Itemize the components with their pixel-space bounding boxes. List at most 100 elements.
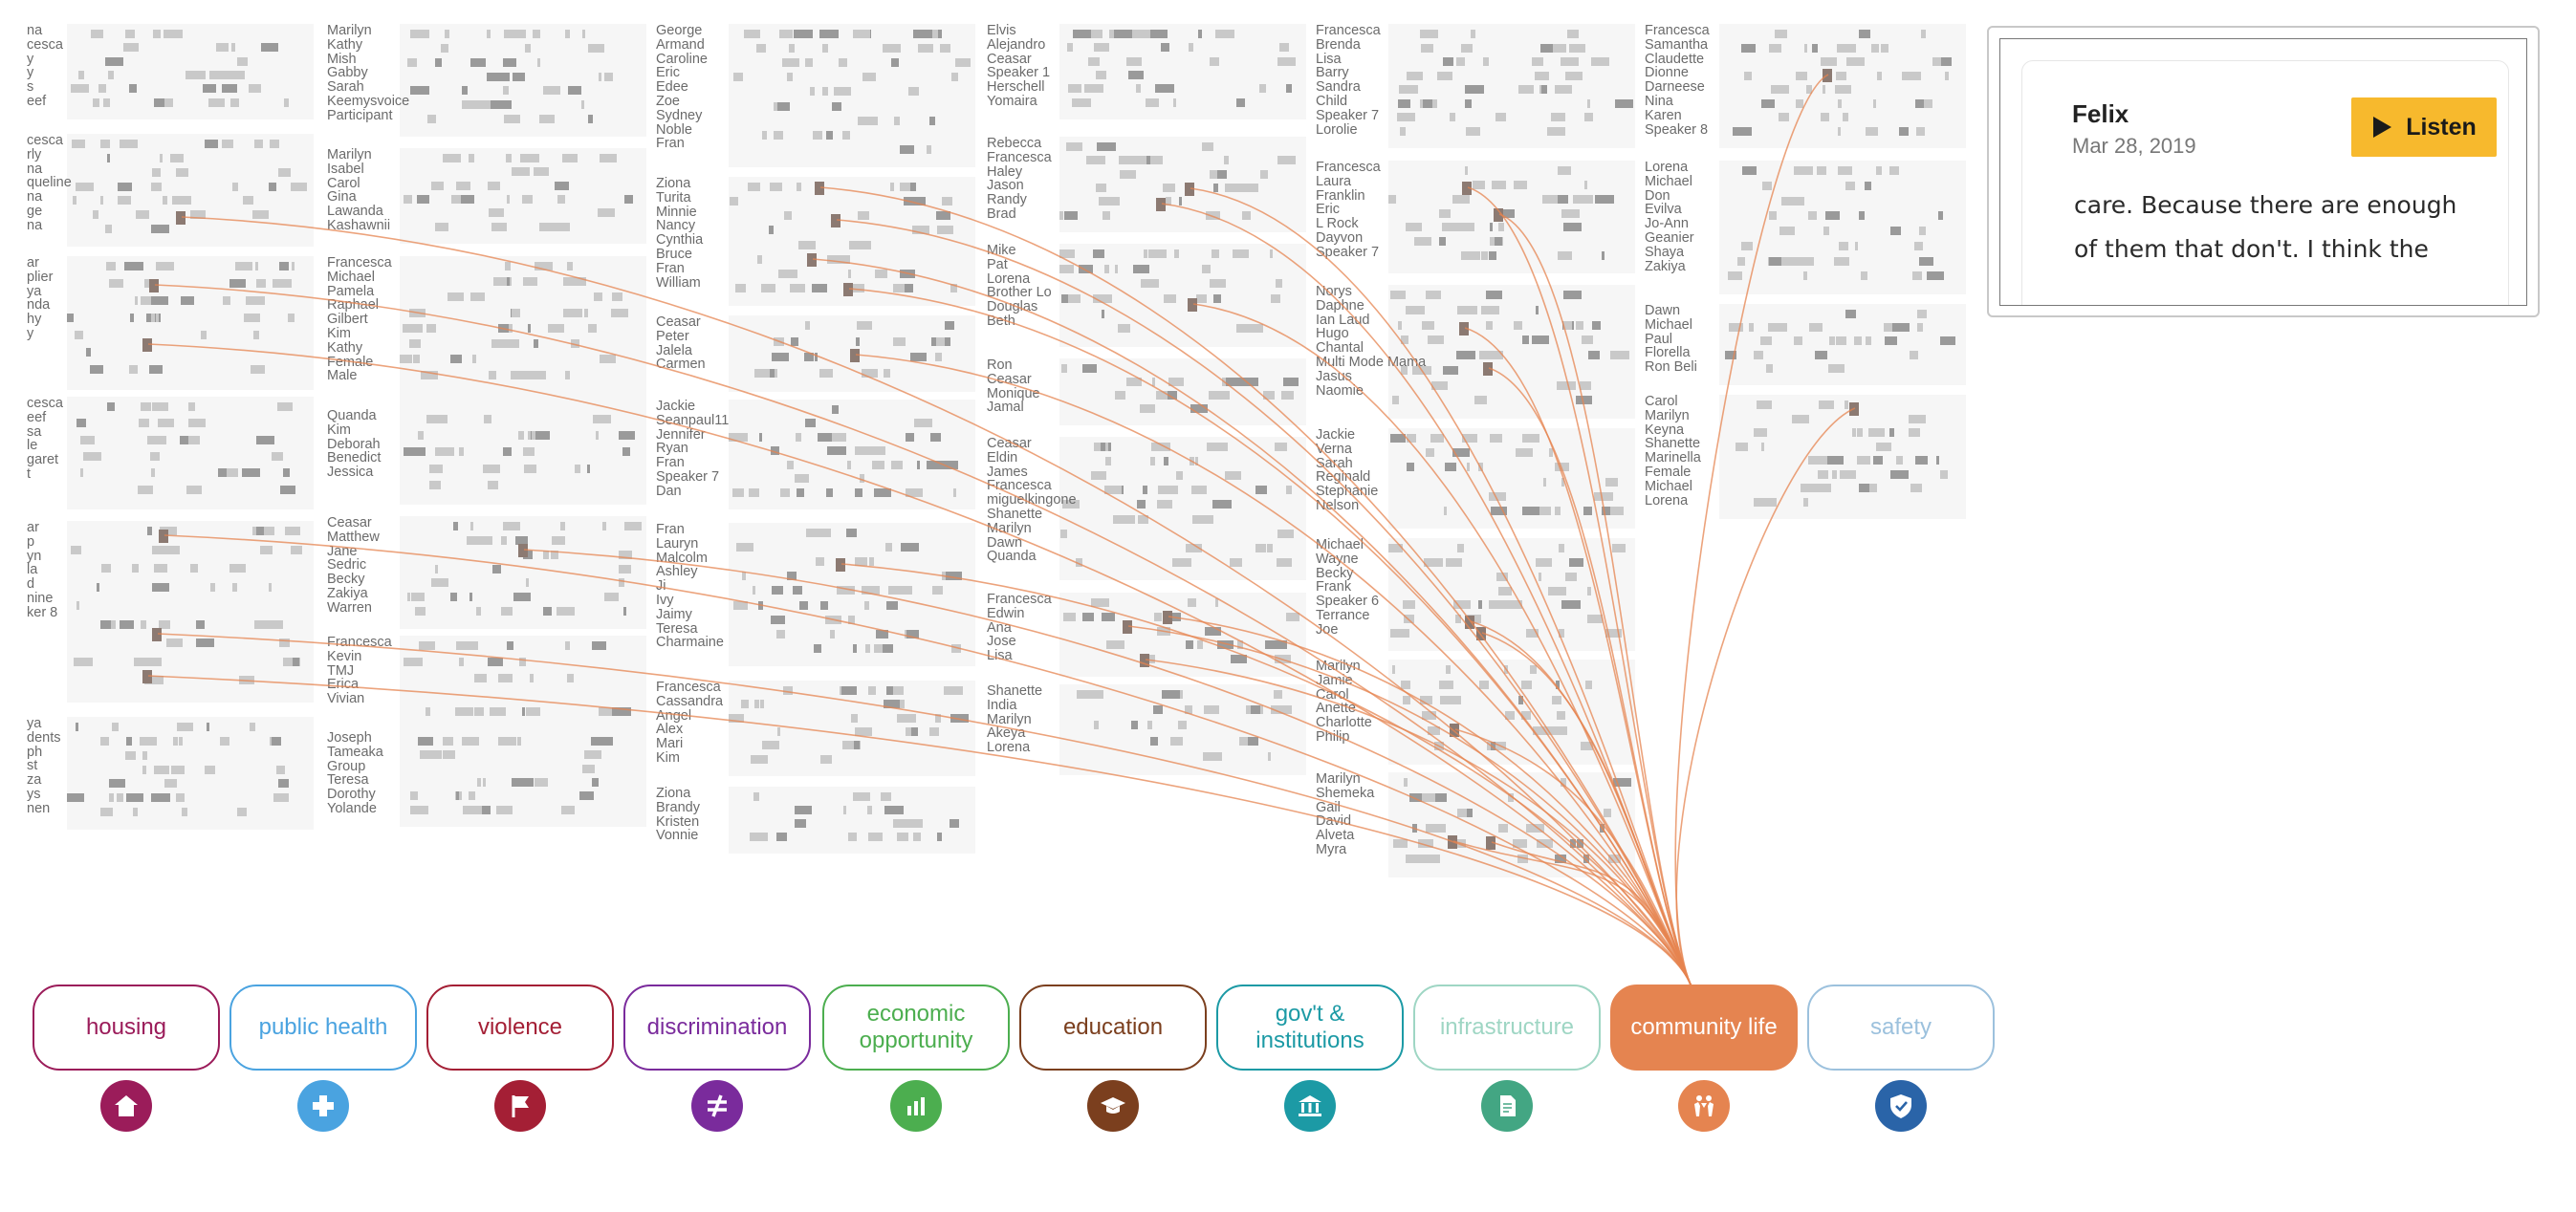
highlighted-segment[interactable] bbox=[142, 338, 152, 352]
conversation-block[interactable] bbox=[67, 521, 314, 703]
conversation-block[interactable] bbox=[729, 787, 975, 854]
topic-pill-community-life[interactable]: community life bbox=[1610, 985, 1798, 1071]
highlighted-segment[interactable] bbox=[1123, 620, 1132, 634]
conversation-block[interactable] bbox=[1059, 437, 1306, 580]
highlighted-segment[interactable] bbox=[815, 182, 824, 195]
highlighted-segment[interactable] bbox=[1465, 616, 1474, 629]
highlighted-segment[interactable] bbox=[1476, 627, 1486, 640]
topic-pill-housing[interactable]: housing bbox=[33, 985, 220, 1071]
bar-chart-icon[interactable] bbox=[890, 1080, 942, 1132]
conversation-block[interactable] bbox=[1059, 358, 1306, 425]
topic-pill-government[interactable]: gov't & institutions bbox=[1216, 985, 1404, 1071]
highlighted-segment[interactable] bbox=[807, 253, 817, 267]
highlighted-segment[interactable] bbox=[1849, 402, 1859, 416]
conversation-block[interactable] bbox=[400, 256, 646, 409]
speech-segment bbox=[1443, 57, 1453, 66]
conversation-block[interactable] bbox=[1719, 304, 1966, 385]
conversation-block[interactable] bbox=[729, 523, 975, 666]
topic-pill-safety[interactable]: safety bbox=[1807, 985, 1995, 1071]
conversation-block[interactable] bbox=[1388, 772, 1635, 877]
speech-segment bbox=[1068, 294, 1081, 303]
conversation-block[interactable] bbox=[1059, 137, 1306, 232]
conversation-block[interactable] bbox=[729, 24, 975, 167]
highlighted-segment[interactable] bbox=[176, 211, 186, 225]
conversation-block[interactable] bbox=[1059, 593, 1306, 677]
graduation-cap-icon[interactable] bbox=[1087, 1080, 1139, 1132]
topic-pill-violence[interactable]: violence bbox=[426, 985, 614, 1071]
conversation-block[interactable] bbox=[400, 24, 646, 137]
speech-segment bbox=[1876, 166, 1882, 175]
highlighted-segment[interactable] bbox=[1156, 198, 1166, 211]
conversation-block[interactable] bbox=[1388, 660, 1635, 765]
conversation-block[interactable] bbox=[400, 636, 646, 731]
listen-button[interactable]: Listen bbox=[2351, 97, 2497, 157]
shield-icon[interactable] bbox=[1875, 1080, 1927, 1132]
highlighted-segment[interactable] bbox=[152, 628, 162, 641]
speech-segment bbox=[1188, 598, 1196, 607]
conversation-block[interactable] bbox=[67, 397, 314, 509]
highlighted-segment[interactable] bbox=[1483, 362, 1493, 376]
topic-pill-discrimination[interactable]: discrimination bbox=[623, 985, 811, 1071]
building-icon[interactable] bbox=[1284, 1080, 1336, 1132]
highlighted-segment[interactable] bbox=[159, 530, 168, 543]
highlighted-segment[interactable] bbox=[1494, 208, 1503, 222]
highlighted-segment[interactable] bbox=[149, 279, 159, 292]
speech-segment bbox=[1473, 180, 1485, 189]
people-icon[interactable] bbox=[1678, 1080, 1730, 1132]
conversation-block[interactable] bbox=[1388, 161, 1635, 273]
document-icon[interactable] bbox=[1481, 1080, 1533, 1132]
transcript-text[interactable]: care. Because there are enough of them t… bbox=[2074, 184, 2495, 271]
conversation-block[interactable] bbox=[400, 731, 646, 827]
conversation-block[interactable] bbox=[67, 24, 314, 119]
highlighted-segment[interactable] bbox=[1486, 836, 1495, 850]
highlighted-segment[interactable] bbox=[1163, 611, 1172, 624]
topic-label: public health bbox=[258, 1014, 388, 1040]
participant-name: Child bbox=[1316, 93, 1348, 109]
topic-pill-infrastructure[interactable]: infrastructure bbox=[1413, 985, 1601, 1071]
conversation-block[interactable] bbox=[1388, 24, 1635, 148]
conversation-block[interactable] bbox=[1719, 161, 1966, 294]
highlighted-segment[interactable] bbox=[1185, 183, 1194, 196]
conversation-block[interactable] bbox=[400, 148, 646, 244]
participant-name: Gabby bbox=[327, 65, 368, 81]
participant-name: Francesca bbox=[987, 592, 1052, 607]
speech-segment bbox=[1821, 469, 1828, 479]
highlighted-segment[interactable] bbox=[843, 283, 853, 296]
conversation-block[interactable] bbox=[1388, 428, 1635, 529]
highlighted-segment[interactable] bbox=[1459, 322, 1469, 335]
conversation-block[interactable] bbox=[729, 681, 975, 776]
highlighted-segment[interactable] bbox=[1140, 654, 1149, 667]
highlighted-segment[interactable] bbox=[518, 544, 528, 557]
conversation-block[interactable] bbox=[400, 409, 646, 505]
highlighted-segment[interactable] bbox=[836, 558, 845, 572]
conversation-block[interactable] bbox=[1388, 538, 1635, 651]
highlighted-segment[interactable] bbox=[1450, 724, 1459, 737]
topic-pill-education[interactable]: education bbox=[1019, 985, 1207, 1071]
highlighted-segment[interactable] bbox=[1823, 69, 1832, 82]
highlighted-segment[interactable] bbox=[850, 349, 860, 362]
highlighted-segment[interactable] bbox=[1462, 182, 1472, 195]
conversation-block[interactable] bbox=[729, 400, 975, 509]
conversation-block[interactable] bbox=[1719, 24, 1966, 148]
house-icon[interactable] bbox=[100, 1080, 152, 1132]
highlighted-segment[interactable] bbox=[142, 670, 152, 683]
medical-cross-icon[interactable] bbox=[297, 1080, 349, 1132]
not-equal-icon[interactable] bbox=[691, 1080, 743, 1132]
conversation-block[interactable] bbox=[1059, 244, 1306, 347]
conversation-block[interactable] bbox=[67, 134, 314, 247]
conversation-block[interactable] bbox=[1719, 395, 1966, 519]
conversation-block[interactable] bbox=[67, 717, 314, 830]
topic-pill-economic-opportunity[interactable]: economic opportunity bbox=[822, 985, 1010, 1071]
topic-pill-public-health[interactable]: public health bbox=[229, 985, 417, 1071]
speech-segment bbox=[622, 447, 630, 457]
conversation-block[interactable] bbox=[1059, 24, 1306, 119]
participant-name: Fran bbox=[656, 522, 685, 537]
highlighted-segment[interactable] bbox=[831, 214, 840, 227]
conversation-block[interactable] bbox=[1059, 684, 1306, 775]
highlighted-segment[interactable] bbox=[1188, 298, 1197, 312]
conversation-block[interactable] bbox=[67, 256, 314, 390]
conversation-block[interactable] bbox=[400, 516, 646, 629]
speech-segment bbox=[1539, 572, 1541, 581]
flag-icon[interactable] bbox=[494, 1080, 546, 1132]
highlighted-segment[interactable] bbox=[1448, 835, 1457, 849]
